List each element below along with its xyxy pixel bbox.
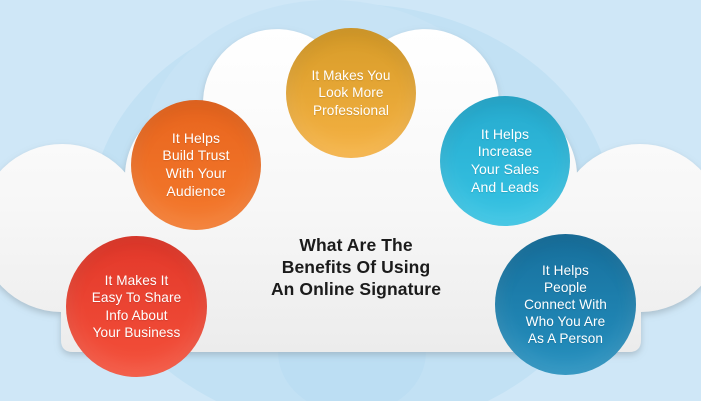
bubble-look-professional-line-2: Look More (318, 85, 384, 101)
bubble-connect-with-people[interactable]: It Helps People Connect With Who You Are… (495, 234, 636, 375)
bubble-look-professional[interactable]: It Makes You Look More Professional (286, 28, 416, 158)
center-title-line-3: An Online Signature (270, 279, 442, 299)
bubble-easy-to-share-line-2: Easy To Share (91, 290, 182, 306)
bubble-build-trust-line-4: Audience (166, 182, 226, 199)
bubble-look-professional-line-1: It Makes You (311, 68, 391, 84)
bubble-look-professional-line-3: Professional (312, 102, 389, 118)
bubble-build-trust-line-1: It Helps (171, 129, 221, 146)
center-title-line-2: Benefits Of Using (281, 257, 431, 277)
bubble-build-trust-line-2: Build Trust (162, 147, 230, 164)
bubble-connect-with-people-line-2: People (544, 279, 587, 295)
bubble-easy-to-share-line-1: It Makes It (104, 273, 169, 289)
bubble-connect-with-people-line-3: Connect With (524, 296, 607, 312)
bubble-increase-sales-label: It Helps Increase Your Sales And Leads (467, 126, 543, 197)
bubble-build-trust-label: It Helps Build Trust With Your Audience (158, 130, 233, 201)
bubble-build-trust[interactable]: It Helps Build Trust With Your Audience (131, 100, 261, 230)
bubble-increase-sales-line-1: It Helps (480, 125, 530, 142)
bubble-increase-sales-line-4: And Leads (471, 178, 539, 195)
bubble-increase-sales-line-3: Your Sales (470, 161, 540, 177)
bubble-look-professional-label: It Makes You Look More Professional (307, 67, 394, 118)
bubble-connect-with-people-line-5: As A Person (527, 331, 604, 347)
bubble-connect-with-people-line-4: Who You Are (525, 314, 606, 330)
bubble-connect-with-people-line-1: It Helps (542, 262, 589, 278)
bubble-easy-to-share-line-3: Info About (105, 307, 168, 323)
bubble-easy-to-share-line-4: Your Business (92, 324, 181, 340)
bubble-increase-sales[interactable]: It Helps Increase Your Sales And Leads (440, 96, 570, 226)
center-title-line-1: What Are The (299, 235, 413, 255)
center-title: What Are The Benefits Of Using An Online… (236, 234, 476, 300)
bubble-build-trust-line-3: With Your (165, 165, 227, 181)
bubble-increase-sales-line-2: Increase (477, 143, 533, 160)
bubble-easy-to-share-label: It Makes It Easy To Share Info About You… (88, 272, 185, 341)
bubble-connect-with-people-label: It Helps People Connect With Who You Are… (520, 262, 611, 348)
bubble-easy-to-share[interactable]: It Makes It Easy To Share Info About You… (66, 236, 207, 377)
